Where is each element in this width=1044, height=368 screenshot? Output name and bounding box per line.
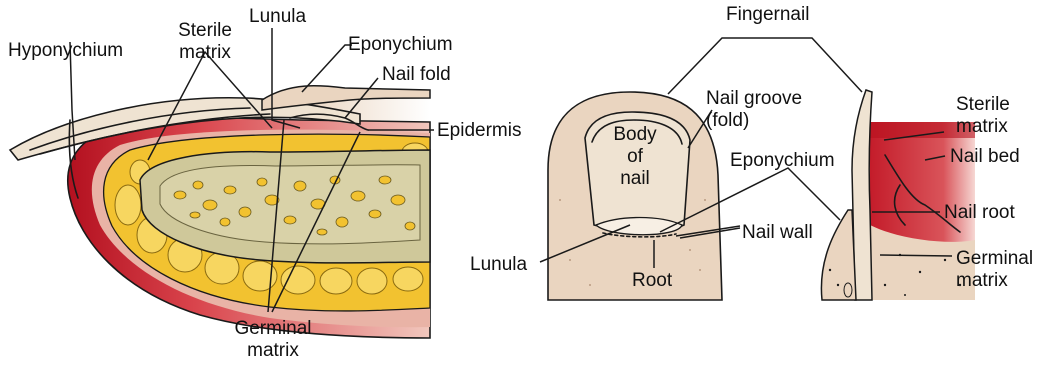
label-sterile-matrix-left-line2: matrix <box>170 42 240 64</box>
label-nail-fold: Nail fold <box>382 64 451 86</box>
label-nail-wall: Nail wall <box>742 222 813 244</box>
nail-section-illustration <box>821 90 975 300</box>
label-germinal-matrix-left-line2: matrix <box>218 340 328 362</box>
label-epidermis: Epidermis <box>437 120 521 142</box>
label-sterile-matrix-right-line2: matrix <box>956 116 1010 138</box>
label-nail-groove: Nail groove (fold) <box>706 88 802 132</box>
label-root: Root <box>632 270 672 292</box>
label-lunula-top: Lunula <box>249 6 306 28</box>
label-germinal-matrix-left-line1: Germinal <box>218 318 328 340</box>
label-body-of-nail-line2: of <box>600 146 670 168</box>
label-nail-groove-line2: (fold) <box>706 110 802 132</box>
label-nail-groove-line1: Nail groove <box>706 88 802 110</box>
label-nail-bed: Nail bed <box>950 146 1020 168</box>
label-germinal-matrix-left: Germinal matrix <box>218 318 328 362</box>
label-hyponychium: Hyponychium <box>8 40 123 62</box>
label-germinal-matrix-right: Germinal matrix <box>956 248 1033 292</box>
label-sterile-matrix-left-line1: Sterile <box>170 20 240 42</box>
label-sterile-matrix-right: Sterile matrix <box>956 94 1010 138</box>
label-sterile-matrix-right-line1: Sterile <box>956 94 1010 116</box>
label-germinal-matrix-right-line1: Germinal <box>956 248 1033 270</box>
label-eponychium-left: Eponychium <box>348 34 453 56</box>
label-eponychium-right: Eponychium <box>730 150 835 172</box>
label-body-of-nail-line3: nail <box>600 168 670 190</box>
label-germinal-matrix-right-line2: matrix <box>956 270 1033 292</box>
label-fingernail: Fingernail <box>726 4 809 26</box>
label-body-of-nail: Body of nail <box>600 124 670 190</box>
label-body-of-nail-line1: Body <box>600 124 670 146</box>
label-sterile-matrix-left: Sterile matrix <box>170 20 240 64</box>
label-lunula-bottom: Lunula <box>470 254 527 276</box>
label-nail-root: Nail root <box>944 202 1015 224</box>
